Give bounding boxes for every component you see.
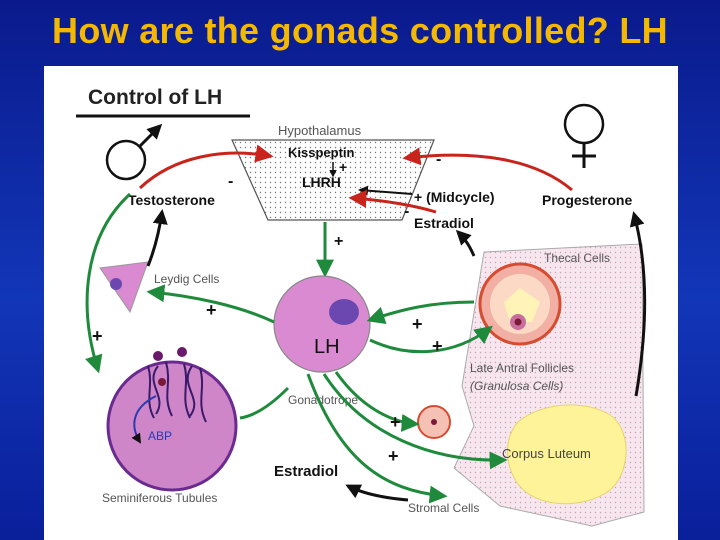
seminiferous-tubule [106,360,238,492]
thecal-cells-label: Thecal Cells [544,251,610,265]
testosterone-to-tubule-arrow [85,192,132,374]
estradiol-feedback-arrow [358,185,413,196]
corpus-luteum-label: Corpus Luteum [502,446,591,461]
progesterone-minus: - [436,151,441,168]
lhrh-label: LHRH [302,174,341,190]
antral-follicle [478,262,562,346]
hypothalamus-label: Hypothalamus [278,123,362,138]
midcycle-label: + (Midcycle) [414,189,495,205]
kisspeptin-plus: + [339,159,347,175]
granulosa-label: (Granulosa Cells) [470,379,563,393]
seminiferous-label: Seminiferous Tubules [102,491,217,505]
lh-to-corpus-luteum-arrow [322,373,508,470]
lh-label: LH [314,336,340,358]
tubule-plus: + [92,326,103,346]
testosterone-minus: - [228,173,233,190]
leydig-cells-label: Leydig Cells [154,272,219,286]
diagram-heading: Control of LH [88,86,222,109]
estradiol-minus: - [404,203,409,220]
lhrh-plus: + [334,233,343,250]
follicle-plus-2: + [432,336,443,356]
testosterone-label: Testosterone [128,192,215,208]
stromal-cells-label: Stromal Cells [408,501,479,515]
male-symbol-icon [105,123,163,181]
follicle-estradiol-arrow [455,229,476,257]
progesterone-feedback-arrow [402,147,573,192]
kisspeptin-label: Kisspeptin [288,145,355,160]
gonadotrope-nucleus [329,299,359,325]
sertoli-cells [147,361,207,423]
leydig-nucleus [110,278,122,290]
progesterone-up-arrow [629,211,647,397]
lh-to-leydig-arrow [146,284,275,324]
estradiol-top-label: Estradiol [414,215,474,231]
abp-arrow [131,395,157,444]
corpus-luteum-plus: + [388,446,399,466]
abp-label: ABP [148,429,172,443]
lh-to-small-follicle-arrow [334,371,420,432]
germ-cell [177,347,187,357]
slide-title: How are the gonads controlled? LH [52,10,668,51]
diagram-canvas: Control of LH Hypothalamus Kisspeptin + … [76,86,647,527]
testosterone-feedback-arrow [138,144,274,190]
stromal-to-estradiol-arrow [345,484,409,502]
female-symbol-icon [563,103,605,168]
lh-control-diagram: Control of LH Hypothalamus Kisspeptin + … [44,66,678,540]
small-follicle [417,405,451,439]
germ-cell [153,351,163,361]
lh-to-follicle-arrow [369,325,493,354]
germ-cell [158,378,166,386]
late-antral-label: Late Antral Follicles [470,361,574,375]
follicle-to-lh-arrow [366,300,475,324]
lh-to-tubule-arrow [239,386,290,420]
leydig-cell [99,261,149,314]
testosterone-up-arrow [146,209,168,267]
follicle-plus: + [412,314,423,334]
estradiol-bottom-label: Estradiol [274,463,338,480]
estradiol-to-hypothalamus-arrow [348,189,437,214]
progesterone-label: Progesterone [542,192,632,208]
lh-to-stromal-arrow [306,373,448,504]
small-follicle-plus: + [390,412,401,432]
corpus-luteum [507,404,627,505]
leydig-plus: + [206,300,217,320]
